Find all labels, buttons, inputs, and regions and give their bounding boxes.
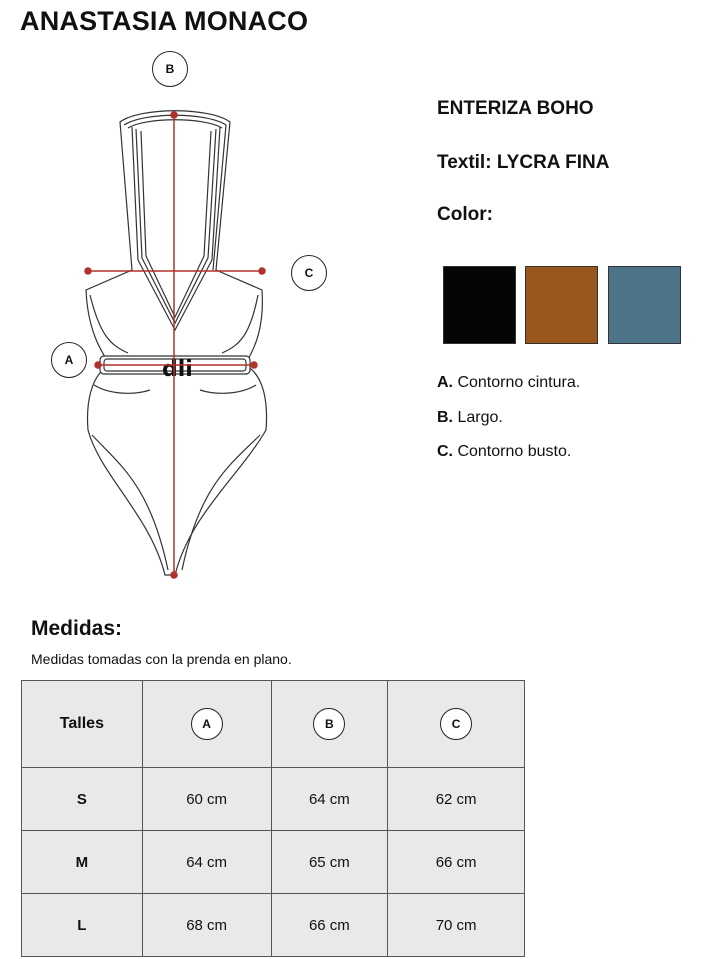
table-row: S 60 cm 64 cm 62 cm [21,767,525,831]
table-header-row: Talles A B C [21,680,525,768]
header-b-circle: B [313,708,346,740]
legend-item-b: B. Largo. [437,409,503,426]
measures-title: Medidas: [31,617,123,640]
size-cell: S [21,767,143,831]
header-talles: Talles [21,680,143,768]
legend-item-c: C. Contorno busto. [437,443,572,460]
table-row: L 68 cm 66 cm 70 cm [21,893,525,957]
measure-c-cell: 66 cm [387,830,525,894]
product-textile: Textil: LYCRA FINA [437,152,610,173]
color-label: Color: [437,204,493,225]
header-c-circle: C [440,708,473,740]
size-cell: M [21,830,143,894]
measure-a-cell: 68 cm [141,893,272,957]
measure-a-cell: 60 cm [141,767,272,831]
label-b: B [152,51,188,87]
product-name: ENTERIZA BOHO [437,98,594,119]
measures-subtitle: Medidas tomadas con la prenda en plano. [31,651,292,667]
label-a: A [51,342,87,378]
measure-b-cell: 64 cm [270,767,389,831]
header-c: C [387,680,525,768]
header-a-circle: A [190,708,223,740]
measure-c-cell: 70 cm [387,893,525,957]
label-c: C [291,255,327,291]
table-row: M 64 cm 65 cm 66 cm [21,830,525,894]
measure-b-cell: 66 cm [270,893,389,957]
color-swatch-slate-blue[interactable] [608,266,681,344]
size-cell: L [21,893,143,957]
measure-c-cell: 62 cm [387,767,525,831]
legend-item-a: A. Contorno cintura. [437,374,581,391]
swimsuit-outline: dli [84,110,268,579]
swimsuit-diagram: dli B C A [40,45,340,585]
header-b: B [270,680,389,768]
color-swatch-black[interactable] [443,266,516,344]
measure-b-cell: 65 cm [270,830,389,894]
color-swatch-brown[interactable] [525,266,598,344]
measure-a-cell: 64 cm [141,830,272,894]
brand-title: ANASTASIA MONACO [20,6,309,36]
belt-buckle-text: dli [162,357,193,382]
header-a: A [141,680,272,768]
size-table: Talles A B C S 60 cm 64 cm 62 cm M 64 cm… [21,680,525,957]
